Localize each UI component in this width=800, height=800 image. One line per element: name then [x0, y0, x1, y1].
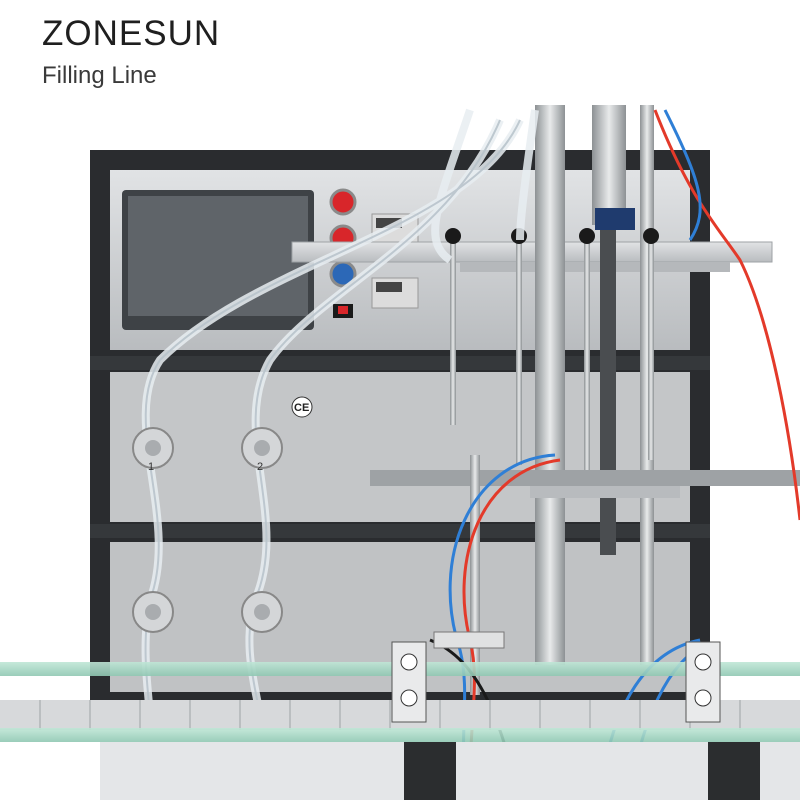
- lift-column: [535, 105, 565, 665]
- pump-2-icon: [241, 427, 283, 633]
- brand-logo-text: ZONESUN: [42, 14, 221, 53]
- sensor-bracket-left: [391, 641, 456, 800]
- pump-label-2: 2: [257, 461, 263, 473]
- ce-mark: CE: [294, 402, 309, 414]
- pump-label-1: 1: [148, 461, 154, 473]
- product-subtitle: Filling Line: [42, 62, 157, 89]
- guide-plate: [370, 470, 800, 486]
- stop-button-icon: [329, 188, 357, 216]
- pump-1-icon: [132, 427, 174, 633]
- screw-shaft: [600, 225, 616, 555]
- sensor-bracket-right: [685, 641, 760, 800]
